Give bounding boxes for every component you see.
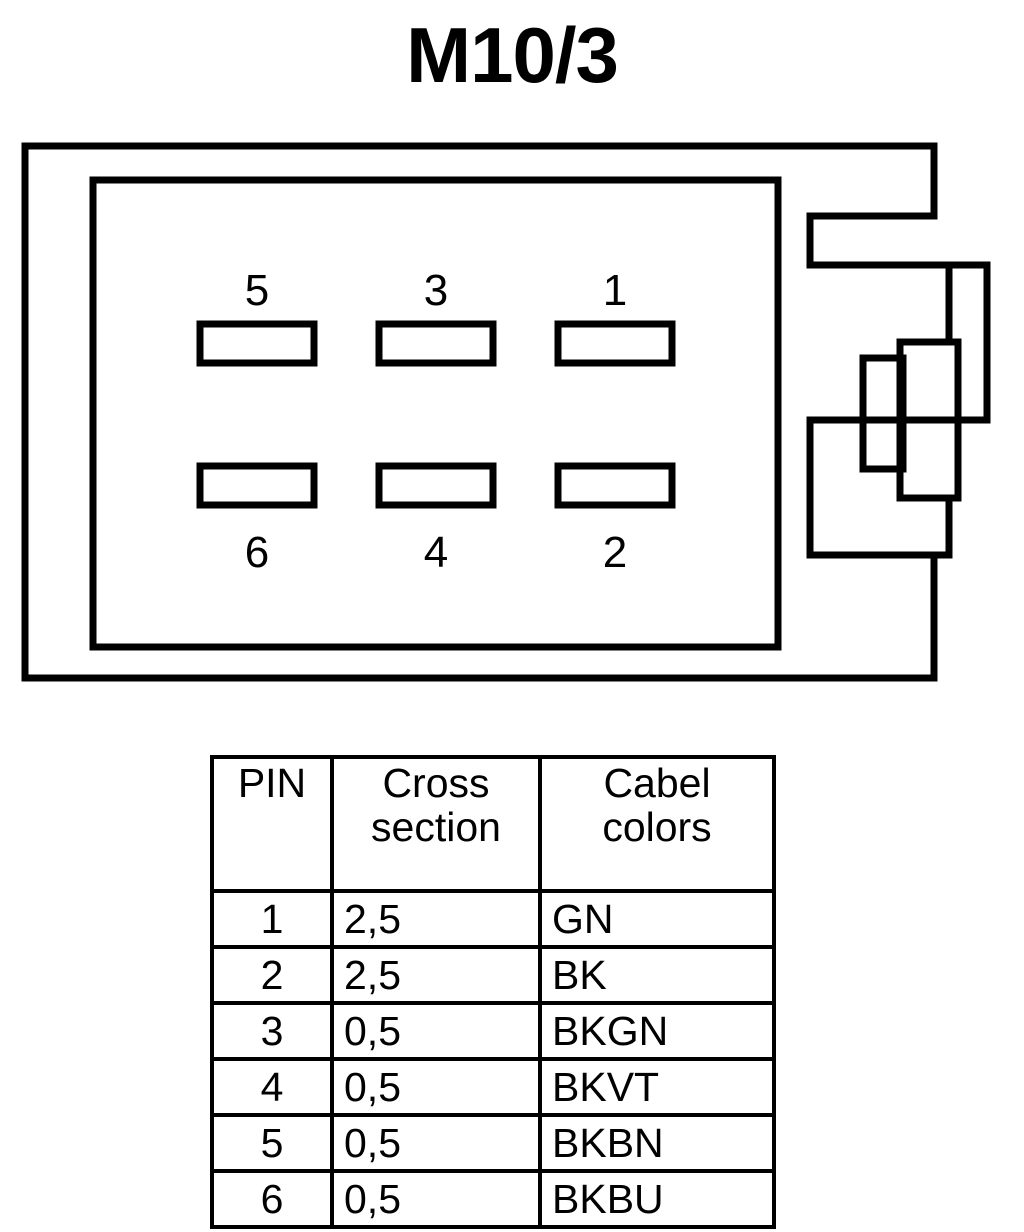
connector-inner-cavity xyxy=(89,176,782,651)
page-title: M10/3 xyxy=(406,11,619,99)
pin-number-label-5: 5 xyxy=(245,266,269,315)
table-row: 1 2,5 GN xyxy=(210,889,776,949)
pin-number-label-1: 1 xyxy=(603,266,627,315)
column-header-cross-section-line1: Cross xyxy=(382,760,490,806)
cell-cabel-colors: BKGN xyxy=(538,1001,776,1061)
cell-pin: 1 xyxy=(210,889,334,949)
pin-number-label-2: 2 xyxy=(603,528,627,577)
pin-slot-6 xyxy=(196,462,318,509)
cell-pin: 3 xyxy=(210,1001,334,1061)
column-header-cabel-colors: Cabel colors xyxy=(538,755,776,893)
cell-cross-section: 2,5 xyxy=(330,889,542,949)
pin-slot-4 xyxy=(375,462,497,509)
pin-slot-1 xyxy=(554,320,676,367)
table-row: 5 0,5 BKBN xyxy=(210,1113,776,1173)
connector-outer-housing xyxy=(21,142,991,682)
cell-cross-section: 0,5 xyxy=(330,1113,542,1173)
table-header-row: PIN Cross section Cabel colors xyxy=(210,755,776,893)
cell-cabel-colors: BKBU xyxy=(538,1169,776,1229)
column-header-pin: PIN xyxy=(210,755,334,893)
column-header-cross-section: Cross section xyxy=(330,755,542,893)
pin-assignment-table: PIN Cross section Cabel colors 1 2,5 GN … xyxy=(210,755,776,1229)
cell-cross-section: 0,5 xyxy=(330,1169,542,1229)
pin-slot-2 xyxy=(554,462,676,509)
cell-pin: 2 xyxy=(210,945,334,1005)
column-header-cross-section-line2: section xyxy=(371,804,501,851)
column-header-cabel-colors-line2: colors xyxy=(602,804,712,851)
cell-pin: 4 xyxy=(210,1057,334,1117)
cell-cabel-colors: BKVT xyxy=(538,1057,776,1117)
cell-cabel-colors: BKBN xyxy=(538,1113,776,1173)
pin-slot-5 xyxy=(196,320,318,367)
table-row: 3 0,5 BKGN xyxy=(210,1001,776,1061)
latch-shoulder-lower xyxy=(810,494,953,559)
pin-number-label-6: 6 xyxy=(245,528,269,577)
table-row: 6 0,5 BKBU xyxy=(210,1169,776,1229)
cell-pin: 6 xyxy=(210,1169,334,1229)
pin-slot-3 xyxy=(375,320,497,367)
cell-cross-section: 2,5 xyxy=(330,945,542,1005)
table-row: 4 0,5 BKVT xyxy=(210,1057,776,1117)
cell-cabel-colors: GN xyxy=(538,889,776,949)
connector-diagram: 5 3 1 6 4 2 xyxy=(0,130,1024,700)
latch-shoulder-upper xyxy=(810,261,953,346)
cell-cross-section: 0,5 xyxy=(330,1001,542,1061)
pin-number-label-4: 4 xyxy=(424,528,448,577)
pin-number-label-3: 3 xyxy=(424,266,448,315)
cell-pin: 5 xyxy=(210,1113,334,1173)
table-row: 2 2,5 BK xyxy=(210,945,776,1005)
column-header-cabel-colors-line1: Cabel xyxy=(603,760,711,806)
cell-cabel-colors: BK xyxy=(538,945,776,1005)
latch-keeper xyxy=(859,354,907,473)
cell-cross-section: 0,5 xyxy=(330,1057,542,1117)
